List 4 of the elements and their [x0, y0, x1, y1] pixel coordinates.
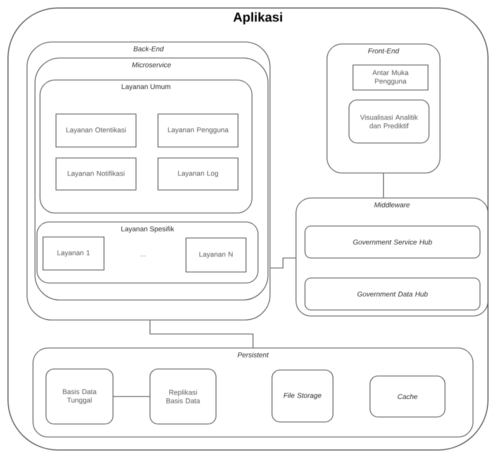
connector-line [383, 173, 384, 198]
connector-line [113, 396, 150, 397]
connector-line [150, 320, 254, 348]
connector-line [270, 258, 296, 268]
